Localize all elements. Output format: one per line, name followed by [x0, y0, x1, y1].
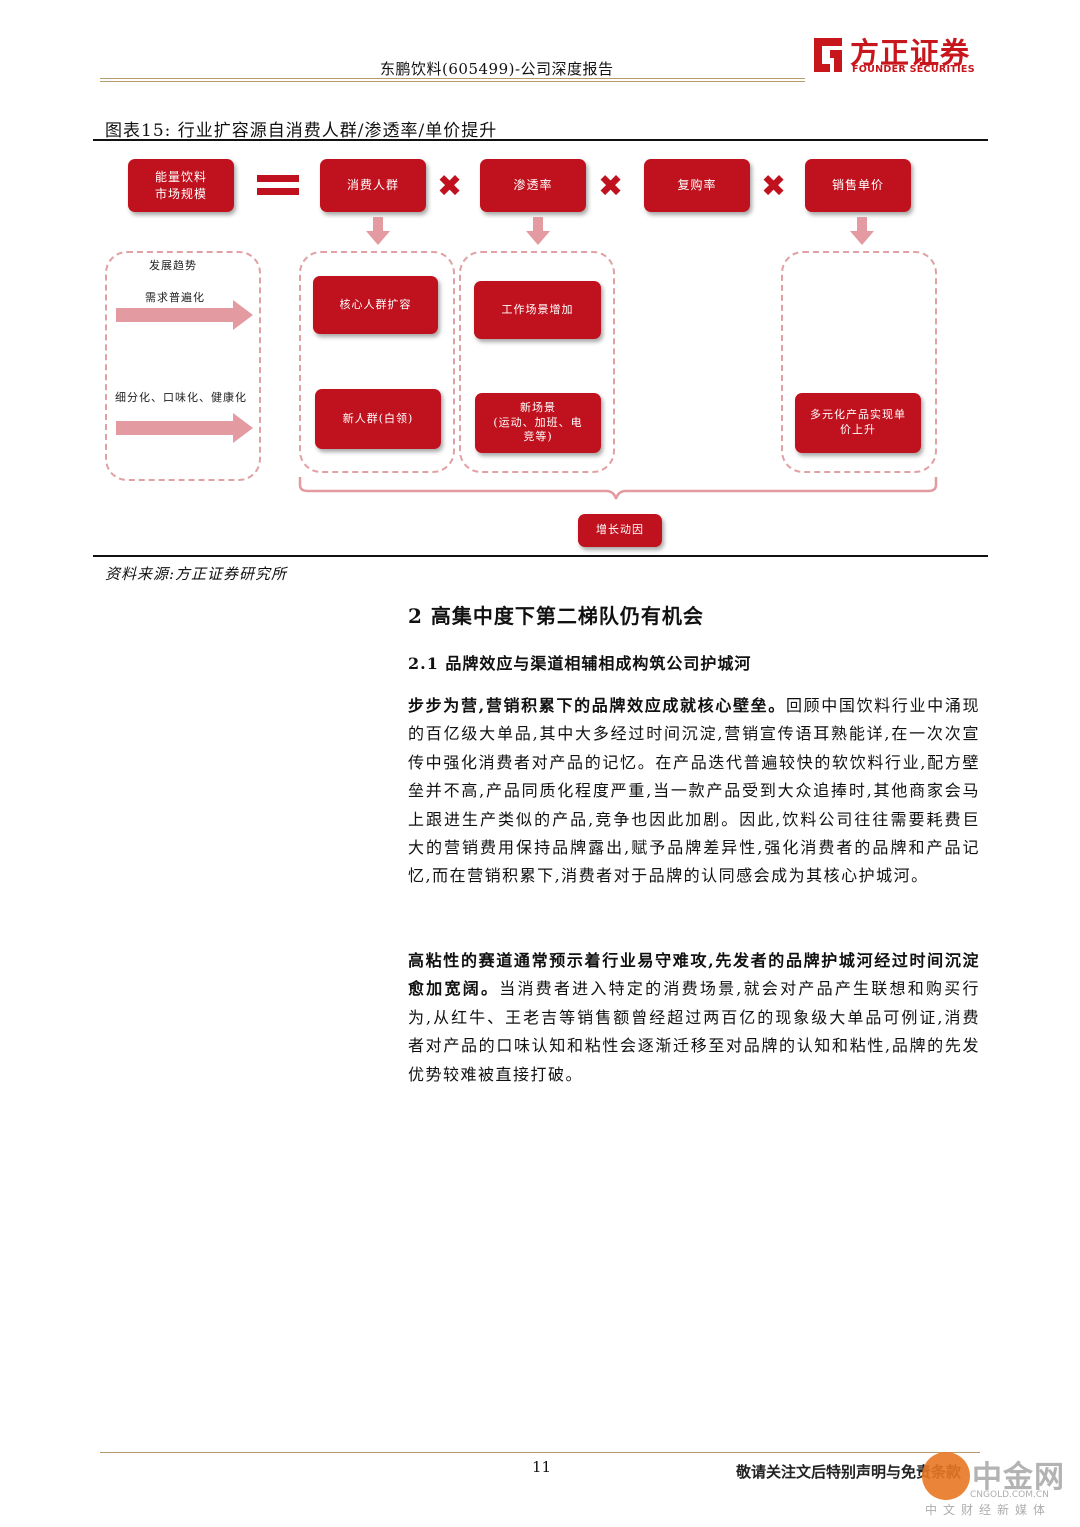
down-arrow-icon — [850, 217, 874, 245]
watermark-text: 中金网 — [972, 1460, 1065, 1495]
watermark-subtitle: 中文财经新媒体 — [925, 1503, 1052, 1517]
header-rule — [100, 78, 805, 79]
bracket-connector — [298, 477, 938, 500]
growth-diagram: 能量饮料 市场规模 消费人群 ✖ 渗透率 ✖ 复购率 ✖ 销售单价 发展趋势 需… — [93, 141, 988, 555]
diversified-price-box: 多元化产品实现单 价上升 — [795, 393, 921, 453]
factor-consumers-box: 消费人群 — [320, 159, 426, 212]
paragraph-brand-effect: 步步为营,营销积累下的品牌效应成就核心壁垒。回顾中国饮料行业中涌现的百亿级大单品… — [408, 692, 980, 891]
right-arrow-icon — [116, 300, 253, 330]
report-header-title: 东鹏饮料(605499)-公司深度报告 — [380, 60, 614, 78]
trend-demand-label: 需求普遍化 — [145, 291, 205, 304]
multiply-icon: ✖ — [761, 169, 787, 204]
trend-container — [105, 251, 261, 481]
section-heading: 2 高集中度下第二梯队仍有机会 — [408, 604, 704, 628]
price-container — [781, 251, 937, 473]
penetration-container — [459, 251, 615, 473]
logo-text-en: FOUNDER SECURITIES — [852, 64, 975, 75]
factor-unit-price-box: 销售单价 — [805, 159, 911, 212]
figure-source: 资料来源:方正证券研究所 — [105, 565, 288, 583]
paragraph-body: 回顾中国饮料行业中涌现的百亿级大单品,其中大多经过时间沉淀,营销宣传语耳熟能详,… — [408, 696, 980, 886]
logo-text-cn: 方正证券 — [850, 36, 971, 70]
figure-top-rule — [93, 139, 988, 141]
factor-penetration-box: 渗透率 — [480, 159, 586, 212]
figure-bottom-rule — [93, 555, 988, 557]
page-number: 11 — [532, 1458, 552, 1476]
paragraph-body: 当消费者进入特定的消费场景,就会对产品产生联想和购买行为,从红牛、王老吉等销售额… — [408, 979, 980, 1084]
paragraph-lead: 步步为营,营销积累下的品牌效应成就核心壁垒。 — [408, 696, 786, 715]
paragraph-stickiness: 高粘性的赛道通常预示着行业易守难攻,先发者的品牌护城河经过时间沉淀愈加宽阔。当消… — [408, 947, 980, 1089]
header-rule-inner — [100, 81, 805, 82]
market-size-box: 能量饮料 市场规模 — [128, 159, 234, 212]
subsection-heading: 2.1 品牌效应与渠道相辅相成构筑公司护城河 — [408, 654, 752, 673]
new-group-white-collar-box: 新人群(白领) — [315, 389, 441, 449]
footer-rule — [100, 1452, 980, 1453]
new-scene-box: 新场景 (运动、加班、电 竞等) — [475, 393, 601, 453]
equals-sign — [257, 175, 299, 195]
right-arrow-icon — [116, 413, 253, 443]
down-arrow-icon — [366, 217, 390, 245]
disclaimer-note: 敬请关注文后特别声明与免责条款 — [736, 1463, 962, 1481]
figure-caption: 图表15: 行业扩容源自消费人群/渗透率/单价提升 — [105, 121, 498, 141]
down-arrow-icon — [526, 217, 550, 245]
growth-driver-box: 增长动因 — [578, 514, 662, 547]
factor-repurchase-box: 复购率 — [644, 159, 750, 212]
paragraph-lead: 高粘性的赛道通常预示着行业易守难攻,先发者的品牌护城河经过时间沉淀愈加宽阔。 — [408, 951, 980, 999]
consumer-container — [299, 251, 455, 473]
multiply-icon: ✖ — [437, 169, 463, 204]
founder-logo-icon — [814, 38, 842, 72]
trend-segmentation-label: 细分化、口味化、健康化 — [115, 391, 247, 404]
trend-title: 发展趋势 — [149, 259, 197, 272]
watermark-url: CNGOLD.COM.CN — [970, 1490, 1049, 1500]
multiply-icon: ✖ — [598, 169, 624, 204]
work-scene-box: 工作场景增加 — [474, 281, 601, 339]
core-group-expansion-box: 核心人群扩容 — [313, 276, 438, 334]
watermark-logo-icon — [922, 1452, 970, 1500]
